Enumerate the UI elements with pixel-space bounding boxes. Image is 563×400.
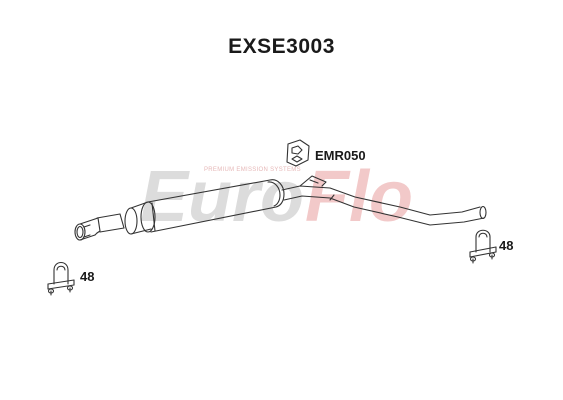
right-clamp-icon	[469, 229, 497, 264]
watermark-euro-text: Euro	[140, 157, 304, 235]
tail-pipe	[281, 175, 487, 226]
right-clamp-label: 48	[499, 238, 514, 253]
watermark-flo-text: Flo	[305, 157, 413, 235]
watermark-tagline: PREMIUM EMISSION SYSTEMS	[204, 167, 301, 173]
left-clamp-label: 48	[80, 269, 95, 284]
silencer-box	[124, 179, 285, 235]
euroflo-watermark: Euro Flo	[140, 157, 413, 235]
part-number-title: EXSE3003	[228, 35, 335, 58]
rubber-mount-label: EMR050	[315, 148, 366, 163]
inlet-pipe-end	[74, 213, 125, 241]
rubber-mount-icon	[286, 139, 310, 167]
left-clamp-icon	[47, 261, 75, 296]
